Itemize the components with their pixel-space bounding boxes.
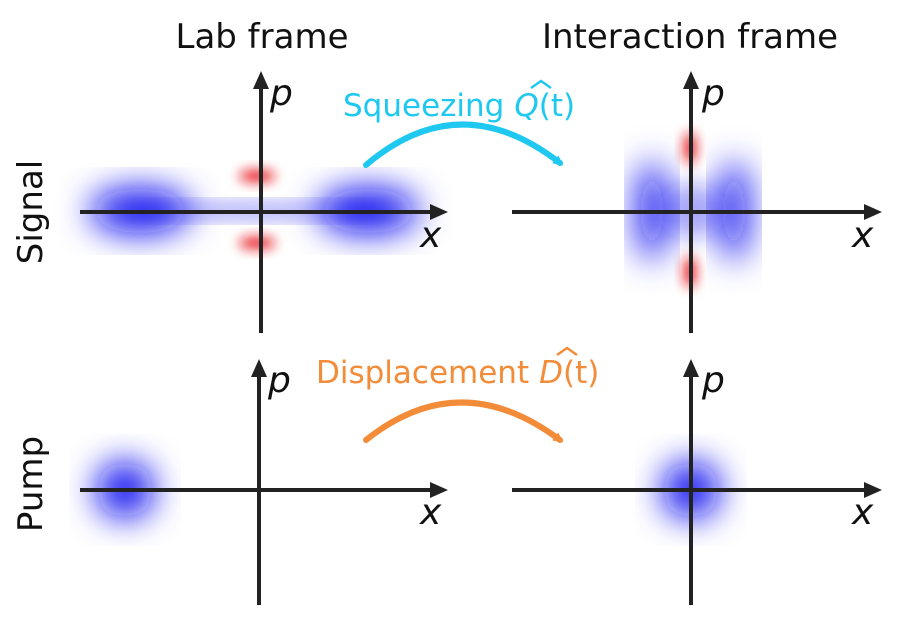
pump-lab-axes: x p [80,359,448,605]
red-fringe-lower [239,237,275,249]
displacement-arrow [363,399,564,443]
x-axis-label: x [419,215,442,256]
pump-interaction-axes: x p [512,359,882,605]
row-label-pump: Pump [11,436,51,532]
x-axis-arrowhead [864,482,882,498]
row-label-signal: Signal [11,160,51,264]
p-axis-label: p [269,73,293,114]
x-axis-label: x [851,492,874,533]
displacement-hat-icon [556,346,578,357]
p-axis-arrowhead [683,359,699,377]
signal-interaction-axes: x p [512,71,882,333]
x-axis-arrowhead [864,204,882,220]
x-axis-label: x [851,215,874,256]
signal-lab-axes: x p [80,71,448,333]
title-lab-frame: Lab frame [176,17,349,57]
p-axis-label: p [701,73,725,114]
signal-lab-distribution [90,170,418,249]
x-axis-arrowhead [430,482,448,498]
x-axis-arrowhead [430,204,448,220]
red-fringe-upper [239,170,275,182]
squeezing-hat-icon [530,79,552,90]
p-axis-arrowhead [251,359,267,377]
p-axis-label: p [267,360,291,401]
title-interaction-frame: Interaction frame [542,17,838,57]
p-axis-arrowhead [683,71,699,89]
squeezing-arrow [363,121,564,168]
x-axis-label: x [419,492,442,533]
p-axis-arrowhead [253,71,269,89]
p-axis-label: p [701,360,725,401]
